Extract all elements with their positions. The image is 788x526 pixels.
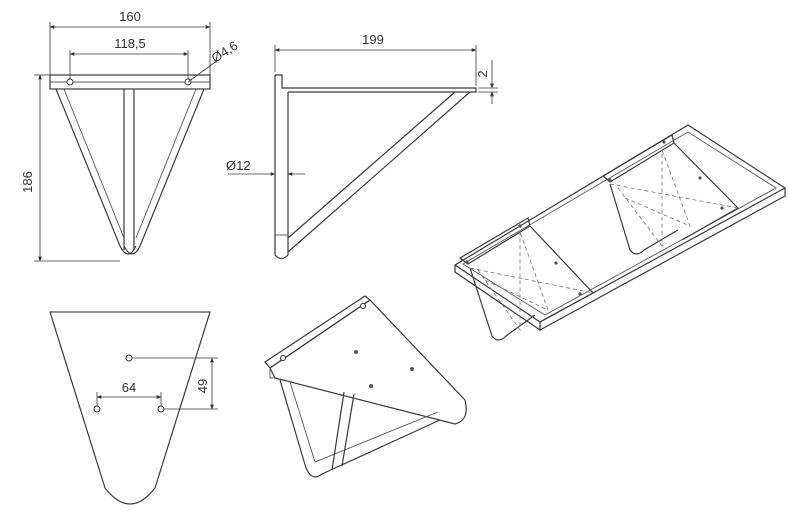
dim-2: 2 xyxy=(475,70,490,77)
dim-186: 186 xyxy=(20,171,35,193)
dim-64: 64 xyxy=(122,380,136,395)
front-hole-left xyxy=(66,78,74,86)
iso-plate xyxy=(269,299,467,425)
top-view: 64 49 xyxy=(49,311,218,505)
top-hole-left xyxy=(93,405,101,413)
side-vertical-rod xyxy=(274,75,289,260)
front-view: 160 118,5 Ø4,6 186 xyxy=(20,9,241,262)
front-rod-right xyxy=(123,88,205,255)
dim-199: 199 xyxy=(362,32,384,47)
top-hole-right xyxy=(157,405,165,413)
iso-rod-left xyxy=(279,379,441,478)
top-hole-upper xyxy=(125,354,133,362)
dim-rod-diameter: Ø12 xyxy=(226,158,251,173)
shelf-assembly xyxy=(453,124,787,341)
side-view: 199 2 Ø12 xyxy=(226,32,498,260)
side-diagonal-rod xyxy=(287,91,456,239)
top-view-outline xyxy=(49,311,211,505)
side-top-plate xyxy=(275,74,477,93)
dim-49: 49 xyxy=(195,379,210,393)
iso-rod-center xyxy=(331,391,345,471)
isometric-bracket xyxy=(264,295,467,478)
dim-118-5: 118,5 xyxy=(114,36,146,51)
dim-160: 160 xyxy=(119,9,141,24)
dim-hole-diameter: Ø4,6 xyxy=(209,38,241,66)
